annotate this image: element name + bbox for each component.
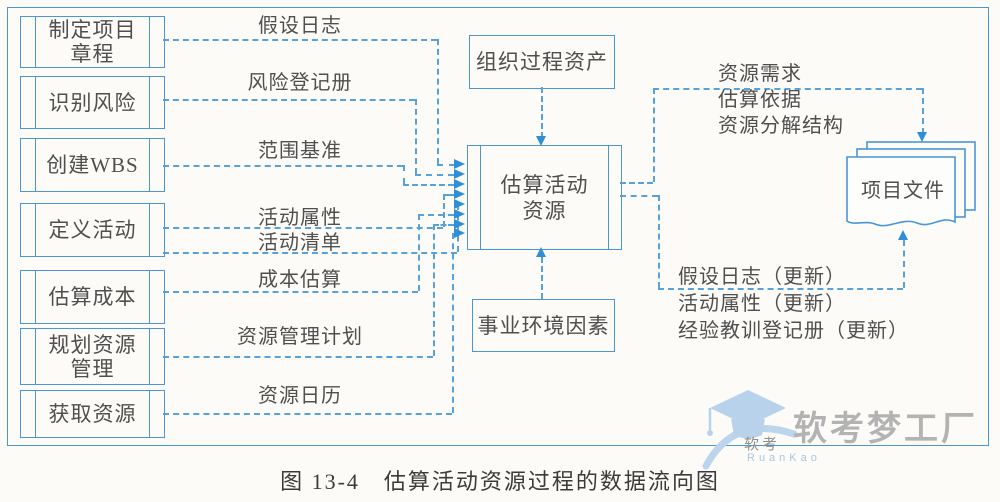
connector-segment (418, 214, 420, 291)
central-process-box-estimate-activity-resources: 估算活动 资源 (467, 145, 622, 250)
project-documents-icon (838, 136, 978, 236)
figure-caption: 图 13-4 估算活动资源过程的数据流向图 (280, 469, 720, 494)
document-store-label: 项目文件 (861, 180, 945, 202)
process-box-identify-risks: 识别风险 (20, 76, 165, 129)
artifact-label-scope-baseline: 范围基准 (258, 140, 342, 162)
process-box-plan-resource-mgmt: 规划资源 管理 (20, 328, 165, 385)
connector-segment (163, 99, 415, 101)
connector-segment (443, 194, 445, 227)
input-box-eef: 事业环境因素 (472, 299, 615, 352)
process-box-create-wbs: 创建WBS (20, 138, 165, 192)
artifact-label-assumption-log: 假设日志 (258, 15, 342, 37)
connector-segment (433, 224, 435, 356)
connector-segment (163, 291, 418, 293)
connector-segment (922, 88, 924, 134)
process-box-define-activities: 定义活动 (20, 203, 165, 257)
connector-segment (433, 224, 454, 226)
arrowhead-down (917, 132, 927, 142)
connector-segment (437, 39, 439, 164)
artifact-label-cost-estimates: 成本估算 (258, 269, 342, 291)
connector-segment (653, 88, 655, 182)
graduation-cap-icon (700, 386, 800, 470)
connector-segment (541, 257, 543, 299)
arrowhead-into-process (454, 219, 465, 229)
connector-segment (403, 184, 454, 186)
arrowhead-into-process (454, 199, 465, 209)
output-label-updates: 假设日志（更新） 活动属性（更新） 经验教训登记册（更新） (678, 266, 909, 342)
watermark-logo-text: 软考 (744, 437, 781, 453)
arrowhead-up (536, 247, 546, 257)
connector-segment (163, 165, 403, 167)
connector-segment (452, 233, 454, 413)
process-box-estimate-costs: 估算成本 (20, 270, 165, 324)
connector-segment (653, 88, 922, 90)
artifact-label-resource-mgmt-plan: 资源管理计划 (237, 326, 363, 348)
arrowhead-into-process (454, 159, 465, 169)
connector-segment (415, 99, 417, 174)
artifact-label-resource-calendars: 资源日历 (258, 385, 342, 407)
watermark-brand-text: 软考梦工厂 (793, 410, 978, 448)
diagram-border (7, 7, 989, 446)
connector-segment (620, 182, 653, 184)
connector-segment (658, 288, 903, 290)
arrowhead-into-process (454, 209, 465, 219)
input-box-opa: 组织过程资产 (469, 35, 615, 89)
artifact-label-activity-attrs-list: 活动属性 活动清单 (258, 207, 342, 254)
connector-segment (163, 39, 437, 41)
arrowhead-into-process (454, 179, 465, 189)
arrowhead-into-process (454, 169, 465, 179)
connector-segment (163, 252, 457, 254)
arrowhead-into-process (454, 228, 465, 238)
process-box-develop-charter: 制定项目 章程 (20, 16, 165, 68)
connector-segment (443, 194, 454, 196)
connector-segment (541, 87, 543, 138)
arrowhead-up (898, 230, 908, 240)
process-box-acquire-resources: 获取资源 (20, 390, 165, 438)
connector-segment (163, 413, 452, 415)
connector-segment (163, 227, 443, 229)
connector-segment (658, 195, 660, 288)
connector-segment (620, 195, 658, 197)
connector-segment (163, 356, 433, 358)
watermark-logo-romanized: RuanKao (747, 452, 821, 464)
output-label-resource-requirements: 资源需求 估算依据 资源分解结构 (718, 63, 844, 137)
connector-segment (418, 214, 454, 216)
connector-segment (415, 174, 454, 176)
connector-segment (403, 165, 405, 184)
connector-segment (437, 164, 455, 166)
arrowhead-into-process (454, 189, 465, 199)
arrowhead-down (536, 136, 546, 146)
connector-segment (903, 240, 905, 288)
artifact-label-risk-register: 风险登记册 (247, 72, 353, 94)
